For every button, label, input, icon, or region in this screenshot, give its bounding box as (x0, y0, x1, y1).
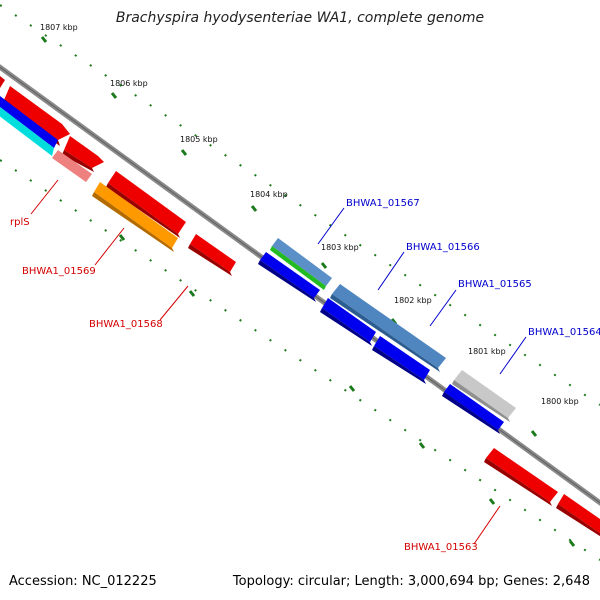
gene-arrow-blue (442, 392, 500, 434)
gene-arrow-rplS (52, 150, 92, 182)
kbp-label: 1805 kbp (180, 135, 218, 144)
major-tick (250, 205, 258, 212)
label-leader-lines (30, 179, 527, 545)
gene-arrow-BHWA1_01567 (272, 238, 332, 286)
leader-line (473, 505, 501, 545)
gene-arrow-red (64, 136, 104, 168)
gene-arrow-cyan (0, 107, 54, 156)
tick-track-inner (0, 159, 600, 561)
gene-arrow-BHWA1_01569 (94, 182, 178, 248)
kbp-label: 1800 kbp (541, 397, 579, 406)
tick-track-outer (0, 4, 600, 406)
major-tick (418, 442, 426, 449)
major-tick (348, 385, 356, 392)
leader-line (159, 285, 189, 321)
gene-arrow-red (62, 150, 94, 172)
gene-arrow-red (556, 504, 600, 537)
gene-arrow-red (558, 494, 600, 534)
major-tick (180, 149, 188, 156)
gene-arrow-BHWA1_01568 (106, 183, 180, 238)
gene-arrow-BHWA1_01566 (330, 294, 440, 372)
gene-label-BHWA1_01567: BHWA1_01567 (346, 198, 420, 209)
major-tick (188, 290, 196, 297)
gene-arrow-red (4, 86, 70, 140)
gene-arrow-blue (444, 384, 504, 430)
gene-label-BHWA1_01568: BHWA1_01568 (89, 319, 163, 330)
reverse-strand-genes[interactable] (0, 96, 504, 434)
kbp-label: 1801 kbp (468, 347, 506, 356)
leader-line (94, 227, 125, 266)
leader-line (377, 251, 405, 291)
leader-line (499, 336, 527, 375)
gene-arrow-blue (374, 336, 430, 380)
gene-label-BHWA1_01565: BHWA1_01565 (458, 279, 532, 290)
gene-arrow-BHWA1_01565 (322, 298, 376, 342)
kbp-label: 1803 kbp (321, 243, 359, 252)
gene-arrow-BHWA1_01569 (92, 192, 174, 252)
gene-label-BHWA1_01564: BHWA1_01564 (528, 327, 600, 338)
major-tick (118, 234, 126, 241)
major-ticks (40, 36, 576, 547)
gene-arrow-BHWA1_01563 (484, 458, 552, 506)
gene-arrow-BHWA1_01565 (320, 308, 372, 346)
kbp-labels: 1807 kbp 1806 kbp 1805 kbp 1804 kbp 1803… (40, 23, 579, 406)
kbp-label: 1802 kbp (394, 296, 432, 305)
gene-labels: rplS BHWA1_01569 BHWA1_01568 BHWA1_01567… (10, 198, 600, 553)
gene-arrow-red (190, 234, 236, 272)
gene-label-BHWA1_01563: BHWA1_01563 (404, 542, 478, 553)
gene-arrow-green (270, 246, 326, 290)
gene-arrow-BHWA1_01564 (452, 380, 510, 422)
leader-line (317, 207, 345, 245)
major-tick (488, 498, 496, 505)
gene-arrow-BHWA1_01564 (454, 370, 516, 418)
gene-arrow-blue (0, 96, 58, 148)
gene-arrow-BHWA1_01568 (108, 171, 186, 234)
gene-label-BHWA1_01566: BHWA1_01566 (406, 242, 480, 253)
major-tick (530, 430, 538, 437)
gene-label-BHWA1_01569: BHWA1_01569 (22, 266, 96, 277)
major-tick (40, 36, 48, 43)
gene-arrow-red (188, 244, 232, 276)
leader-line (30, 179, 59, 215)
gene-label-rplS: rplS (10, 217, 30, 228)
forward-strand-genes[interactable] (0, 72, 600, 540)
gene-arrow-red (0, 76, 5, 88)
page-title: Brachyspira hyodysenteriae WA1, complete… (115, 10, 485, 26)
accession-text: Accession: NC_012225 (9, 574, 157, 589)
kbp-label: 1806 kbp (110, 79, 148, 88)
leader-line (429, 289, 457, 327)
gene-arrow-blue (260, 252, 320, 298)
gene-arrow-blue (372, 346, 426, 384)
gene-arrow-BHWA1_01566 (332, 284, 446, 368)
major-tick (110, 92, 118, 99)
major-tick (320, 262, 328, 269)
gene-arrow-BHWA1_01563 (486, 448, 558, 502)
major-tick (568, 540, 576, 547)
topology-text: Topology: circular; Length: 3,000,694 bp… (232, 574, 590, 589)
gene-arrow-blue (258, 260, 316, 302)
kbp-label: 1804 kbp (250, 190, 288, 199)
kbp-label: 1807 kbp (40, 23, 78, 32)
